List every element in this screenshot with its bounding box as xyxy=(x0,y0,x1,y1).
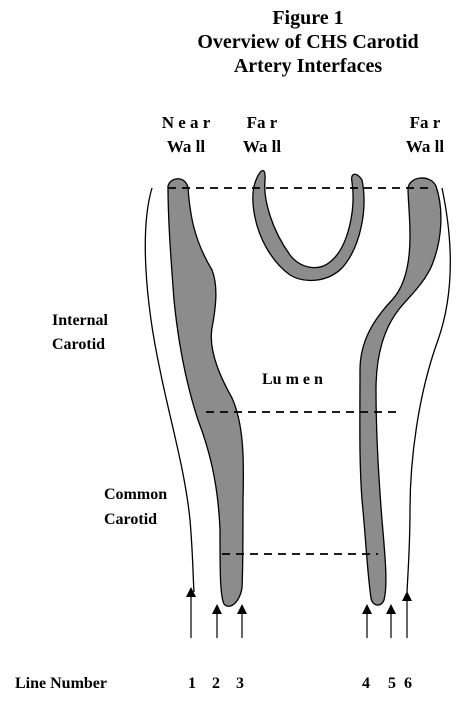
near-wall-label-line2: Wa ll xyxy=(167,137,206,156)
far-wall-mid-label-line1: Fa r xyxy=(247,113,278,132)
line-number-6: 6 xyxy=(404,675,412,692)
common-carotid-label-line2: Carotid xyxy=(104,511,157,528)
arrow-line-5 xyxy=(386,604,396,638)
arrow-line-2 xyxy=(212,604,222,638)
line-number-caption: Line Number xyxy=(15,675,107,692)
line-number-5: 5 xyxy=(388,675,396,692)
line-number-4: 4 xyxy=(362,675,370,692)
line-number-3: 3 xyxy=(236,675,244,692)
arrow-line-6 xyxy=(402,591,412,638)
middle-far-wall-shape xyxy=(253,171,364,281)
left-near-wall-shape xyxy=(168,179,243,607)
line-number-1: 1 xyxy=(188,675,196,692)
line-number-2: 2 xyxy=(212,675,220,692)
right-far-wall-shape xyxy=(360,178,441,605)
internal-carotid-label-line1: Internal xyxy=(52,312,109,329)
far-wall-mid-label-line2: Wa ll xyxy=(243,137,282,156)
far-wall-right-label-line2: Wa ll xyxy=(406,137,445,156)
arrow-line-1 xyxy=(186,587,196,638)
lumen-label: Lu m e n xyxy=(262,371,323,388)
near-wall-label-line1: N e a r xyxy=(162,113,211,132)
arrow-line-4 xyxy=(362,604,372,638)
far-wall-right-label-line1: Fa r xyxy=(410,113,441,132)
common-carotid-label-line1: Common xyxy=(104,486,167,503)
internal-carotid-label-line2: Carotid xyxy=(52,336,105,353)
arrow-line-3 xyxy=(237,604,247,638)
